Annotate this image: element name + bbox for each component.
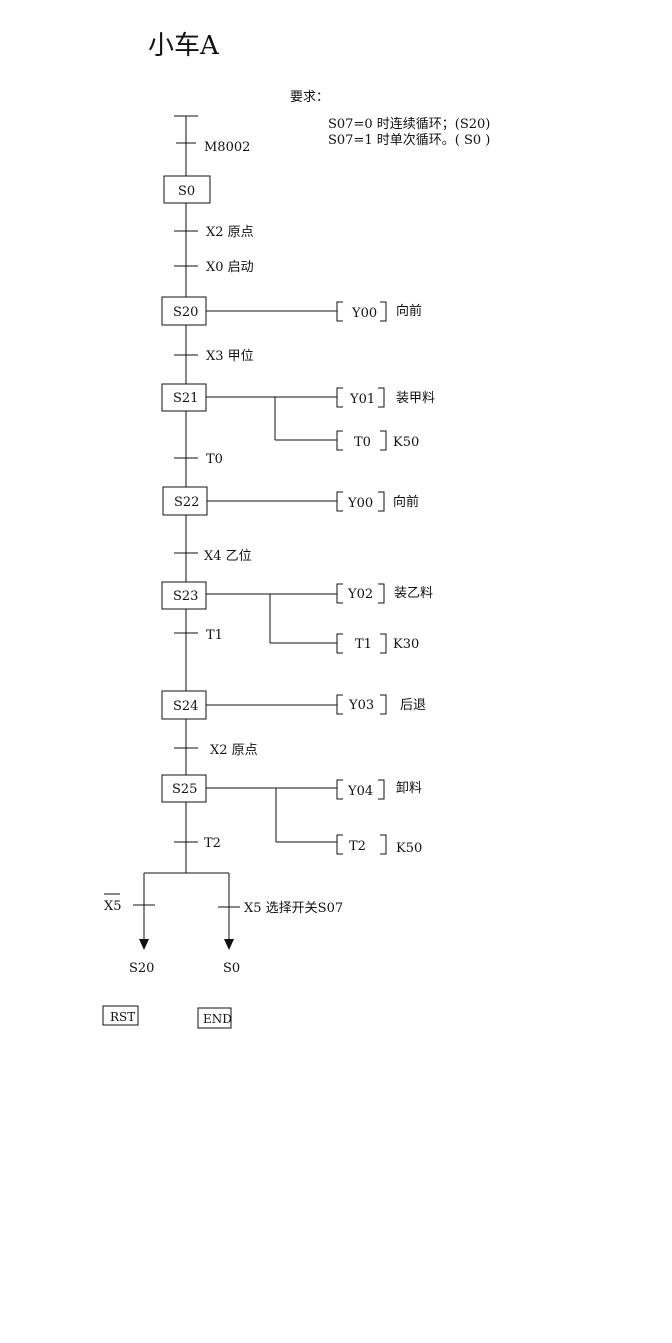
- coil-bracket-right: [378, 491, 385, 512]
- step-label-s20: S20: [173, 305, 198, 320]
- timer-bracket-right: [380, 430, 387, 451]
- transition-t2: T2: [204, 836, 221, 851]
- transition-t0: T0: [206, 452, 223, 467]
- coil-bracket-left: [336, 387, 343, 408]
- step-label-s21: S21: [173, 391, 198, 406]
- timer-t2: T2: [349, 839, 366, 854]
- timer-bracket-left: [336, 633, 343, 654]
- output-y02: Y02: [347, 587, 373, 602]
- output-desc-forward-2: 向前: [393, 494, 419, 510]
- end-box: [197, 1007, 232, 1029]
- timer-k30: K30: [393, 637, 419, 652]
- step-label-s0: S0: [178, 184, 195, 199]
- coil-bracket-left: [336, 301, 343, 322]
- jump-target-s20: S20: [129, 961, 154, 976]
- end-label: END: [203, 1012, 232, 1026]
- output-desc-unload: 卸料: [396, 780, 422, 796]
- coil-bracket-right: [378, 387, 385, 408]
- transition-t1: T1: [206, 628, 223, 643]
- requirements-heading: 要求：: [290, 90, 329, 105]
- coil-bracket-right: [380, 301, 387, 322]
- timer-bracket-right: [380, 834, 387, 855]
- requirement-line-2: S07=1 时单次循环。( S0 ): [328, 132, 490, 148]
- rst-label: RST: [110, 1010, 135, 1024]
- step-box-s21: [161, 383, 207, 412]
- step-label-s23: S23: [173, 589, 198, 604]
- step-box-s0: [163, 175, 211, 204]
- transition-m8002: M8002: [204, 140, 250, 155]
- output-desc-backward: 后退: [400, 698, 426, 713]
- coil-bracket-right: [378, 583, 385, 604]
- transition-x3: X3 甲位: [206, 349, 254, 364]
- step-label-s24: S24: [173, 699, 198, 714]
- coil-bracket-left: [336, 491, 343, 512]
- step-box-s23: [161, 581, 207, 610]
- step-box-s25: [161, 774, 207, 803]
- step-label-s25: S25: [172, 782, 197, 797]
- output-y01: Y01: [349, 392, 375, 407]
- timer-t1: T1: [355, 637, 372, 652]
- step-box-s24: [161, 690, 207, 720]
- timer-k50: K50: [393, 435, 419, 450]
- output-desc-load-a: 装甲料: [396, 391, 435, 406]
- output-y03: Y03: [348, 698, 374, 713]
- diagram-title: 小车A: [148, 31, 220, 61]
- timer-bracket-left: [336, 430, 343, 451]
- coil-bracket-left: [336, 583, 343, 604]
- transition-x2-origin-2: X2 原点: [210, 743, 258, 758]
- timer-bracket-right: [380, 633, 387, 654]
- output-y00: Y00: [351, 306, 377, 321]
- timer-k50-2: K50: [396, 841, 422, 856]
- rst-box: [102, 1005, 139, 1026]
- output-y04: Y04: [347, 784, 373, 799]
- transition-x5-not: X5: [104, 899, 122, 914]
- transition-x0-start: X0 启动: [206, 260, 254, 275]
- output-y00-2: Y00: [347, 496, 373, 511]
- coil-bracket-right: [378, 779, 385, 800]
- transition-x5-select: X5 选择开关S07: [244, 901, 343, 916]
- coil-bracket-right: [380, 694, 387, 715]
- coil-bracket-left: [336, 694, 343, 715]
- transition-x4: X4 乙位: [204, 549, 252, 564]
- jump-arrow-icon: [224, 939, 234, 950]
- jump-arrow-icon: [139, 939, 149, 950]
- jump-target-s0: S0: [223, 961, 240, 976]
- transition-x2-origin: X2 原点: [206, 225, 254, 240]
- coil-bracket-left: [336, 779, 343, 800]
- step-label-s22: S22: [174, 495, 199, 510]
- requirement-line-1: S07=0 时连续循环；(S20): [328, 116, 490, 132]
- output-desc-forward: 向前: [396, 303, 422, 319]
- timer-bracket-left: [336, 834, 343, 855]
- timer-t0: T0: [354, 435, 371, 450]
- output-desc-load-b: 装乙料: [394, 586, 433, 601]
